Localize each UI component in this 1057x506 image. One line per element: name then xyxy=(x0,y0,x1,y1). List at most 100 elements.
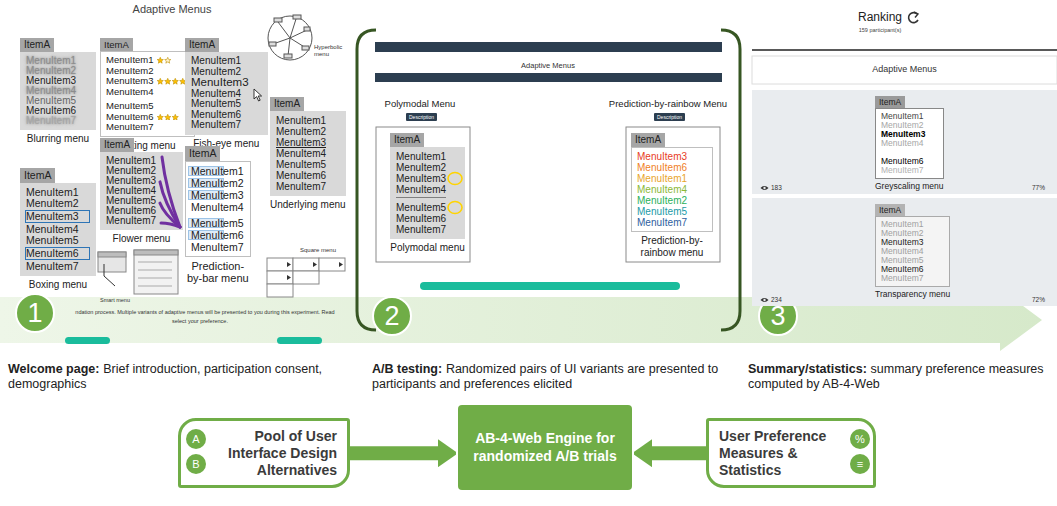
menu-row: MenuItem7 xyxy=(106,216,156,226)
text-block: Adaptive Menus xyxy=(478,61,618,70)
menu-row: MenuItem1 xyxy=(396,151,446,162)
badge-text: B xyxy=(192,459,199,470)
label-text: Adaptive Menus xyxy=(521,61,575,70)
flow-arrow xyxy=(652,446,706,460)
smart-menu: Smart menu xyxy=(100,297,140,304)
text-block: Welcome page:Brief introduction, partici… xyxy=(8,362,348,392)
badge-text: % xyxy=(855,434,865,445)
menu-row: MenuItem7 xyxy=(26,261,89,272)
preference-percent: 72% xyxy=(1032,296,1045,303)
badge-text: A xyxy=(192,434,199,445)
menu-row: MenuItem6 xyxy=(26,248,89,259)
menu-item: MenuItem3 xyxy=(637,151,687,162)
menu-item: MenuItem4 xyxy=(396,184,446,195)
welcome-buttons xyxy=(277,337,322,344)
text-block: Adaptive Menus xyxy=(97,3,247,16)
menu-tab: ItemA xyxy=(631,133,665,147)
menu-item: MenuItem6 xyxy=(396,213,446,224)
menu-header: ItemA xyxy=(635,134,661,145)
rainbow-menu: ItemAMenuItem3MenuItem6MenuItem1MenuItem… xyxy=(631,133,713,258)
smart-menu-figure xyxy=(134,250,178,255)
menu-item: MenuItem5 xyxy=(276,159,326,170)
menu-item: MenuItem1 xyxy=(191,165,244,177)
menu-item: MenuItem1 xyxy=(637,173,687,184)
gesture-circle xyxy=(448,202,462,214)
menu-item: MenuItem4 xyxy=(106,185,156,196)
rating-stars xyxy=(156,114,181,121)
hyperbolic-menu: Hyperbolic menu xyxy=(314,44,348,58)
menu-item: MenuItem3 xyxy=(106,175,156,186)
menu-row: MenuItem3 xyxy=(396,173,446,184)
menu-row: MenuItem1 xyxy=(106,55,188,66)
label-text: Adaptive Menus xyxy=(133,3,212,15)
menu-row: MenuItem1 xyxy=(106,156,156,166)
view-count-number: 234 xyxy=(771,296,782,303)
rating-stars xyxy=(156,78,188,85)
rating-menu: ItemAMenuItem1MenuItem2MenuItem3MenuItem… xyxy=(100,38,195,151)
smart-menu-figure xyxy=(98,252,126,257)
menu-row: MenuItem3 xyxy=(276,137,339,148)
menu-item: MenuItem1 xyxy=(106,54,154,65)
welcome-buttons xyxy=(65,337,322,344)
text-block: Polymodal Menu xyxy=(372,98,468,109)
menu-row: MenuItem7 xyxy=(26,116,89,126)
label-text: Adaptive Menus xyxy=(872,64,937,74)
menu-body: MenuItem3MenuItem6MenuItem1MenuItem4Menu… xyxy=(631,147,713,232)
menu-tab: ItemA xyxy=(270,97,304,111)
menu-row: MenuItem6 xyxy=(106,206,156,216)
menu-item: MenuItem3 xyxy=(106,75,154,86)
menu-item: MenuItem3 xyxy=(191,189,244,201)
menu-row: MenuItem2 xyxy=(26,198,89,209)
menu-item: MenuItem2 xyxy=(191,66,241,77)
square-menu-figure xyxy=(267,284,293,297)
smart-menu-figure xyxy=(138,286,172,287)
hyperbolic-figure xyxy=(302,46,309,50)
menu-row: MenuItem6 xyxy=(26,106,89,116)
menu-item: MenuItem3 xyxy=(191,76,249,88)
star xyxy=(172,114,178,120)
menu-item: MenuItem2 xyxy=(26,197,79,209)
flower-curve xyxy=(160,182,180,227)
variant-badge: A xyxy=(186,429,206,449)
menu-row: MenuItem7 xyxy=(191,120,249,131)
menu-tab: ItemA xyxy=(875,96,905,108)
variant-badge: B xyxy=(186,454,206,474)
description-button: Description xyxy=(406,113,437,121)
menu-item: MenuItem2 xyxy=(26,65,76,76)
hyperbolic-figure xyxy=(293,15,301,19)
menu-item: MenuItem7 xyxy=(396,224,446,235)
menu-item: MenuItem4 xyxy=(26,85,76,96)
label-text: Prediction-by-rainbow Menu xyxy=(609,98,727,109)
menu-row: MenuItem3 xyxy=(106,176,156,186)
menu-item: MenuItem5 xyxy=(637,206,687,217)
menu-item: MenuItem5 xyxy=(191,98,241,109)
text-block: 159 participant(s) xyxy=(830,27,930,34)
hyperbolic-figure xyxy=(268,16,312,60)
square-menu-figure xyxy=(293,271,319,284)
menu-row: MenuItem2 xyxy=(191,67,249,78)
menu-header: ItemA xyxy=(104,139,130,150)
menu-row: MenuItem3 xyxy=(191,77,249,89)
engine-box: AB-4-Web Engine for randomized A/B trial… xyxy=(458,405,632,490)
menu-row: MenuItem6 xyxy=(637,162,706,173)
ab-page-bars xyxy=(375,73,722,82)
menu-row: MenuItem4 xyxy=(637,184,706,195)
menu-item: MenuItem6 xyxy=(191,229,244,241)
flower-curve xyxy=(160,203,180,227)
menu-row: MenuItem3 xyxy=(881,238,943,247)
hyperbolic-figure xyxy=(268,15,312,60)
menu-item: MenuItem2 xyxy=(106,65,154,76)
menu-item: MenuItem4 xyxy=(276,148,326,159)
menu-header: ItemA xyxy=(879,205,901,215)
menu-row: MenuItem4 xyxy=(396,184,446,198)
menu-row: MenuItem2 xyxy=(396,162,446,173)
menu-row: MenuItem1 xyxy=(881,112,937,121)
menu-row: MenuItem4 xyxy=(191,89,249,100)
hyperbolic-figure xyxy=(274,18,282,22)
menu-item: MenuItem1 xyxy=(881,111,924,121)
menu-body: MenuItem1MenuItem2MenuItem3MenuItem4Menu… xyxy=(20,52,96,130)
label-text: ndation process. Multiple variants of ad… xyxy=(75,309,334,315)
star xyxy=(157,79,163,85)
label-text: 159 participant(s) xyxy=(859,27,902,33)
menu-caption: Polymodal menu xyxy=(390,242,465,254)
